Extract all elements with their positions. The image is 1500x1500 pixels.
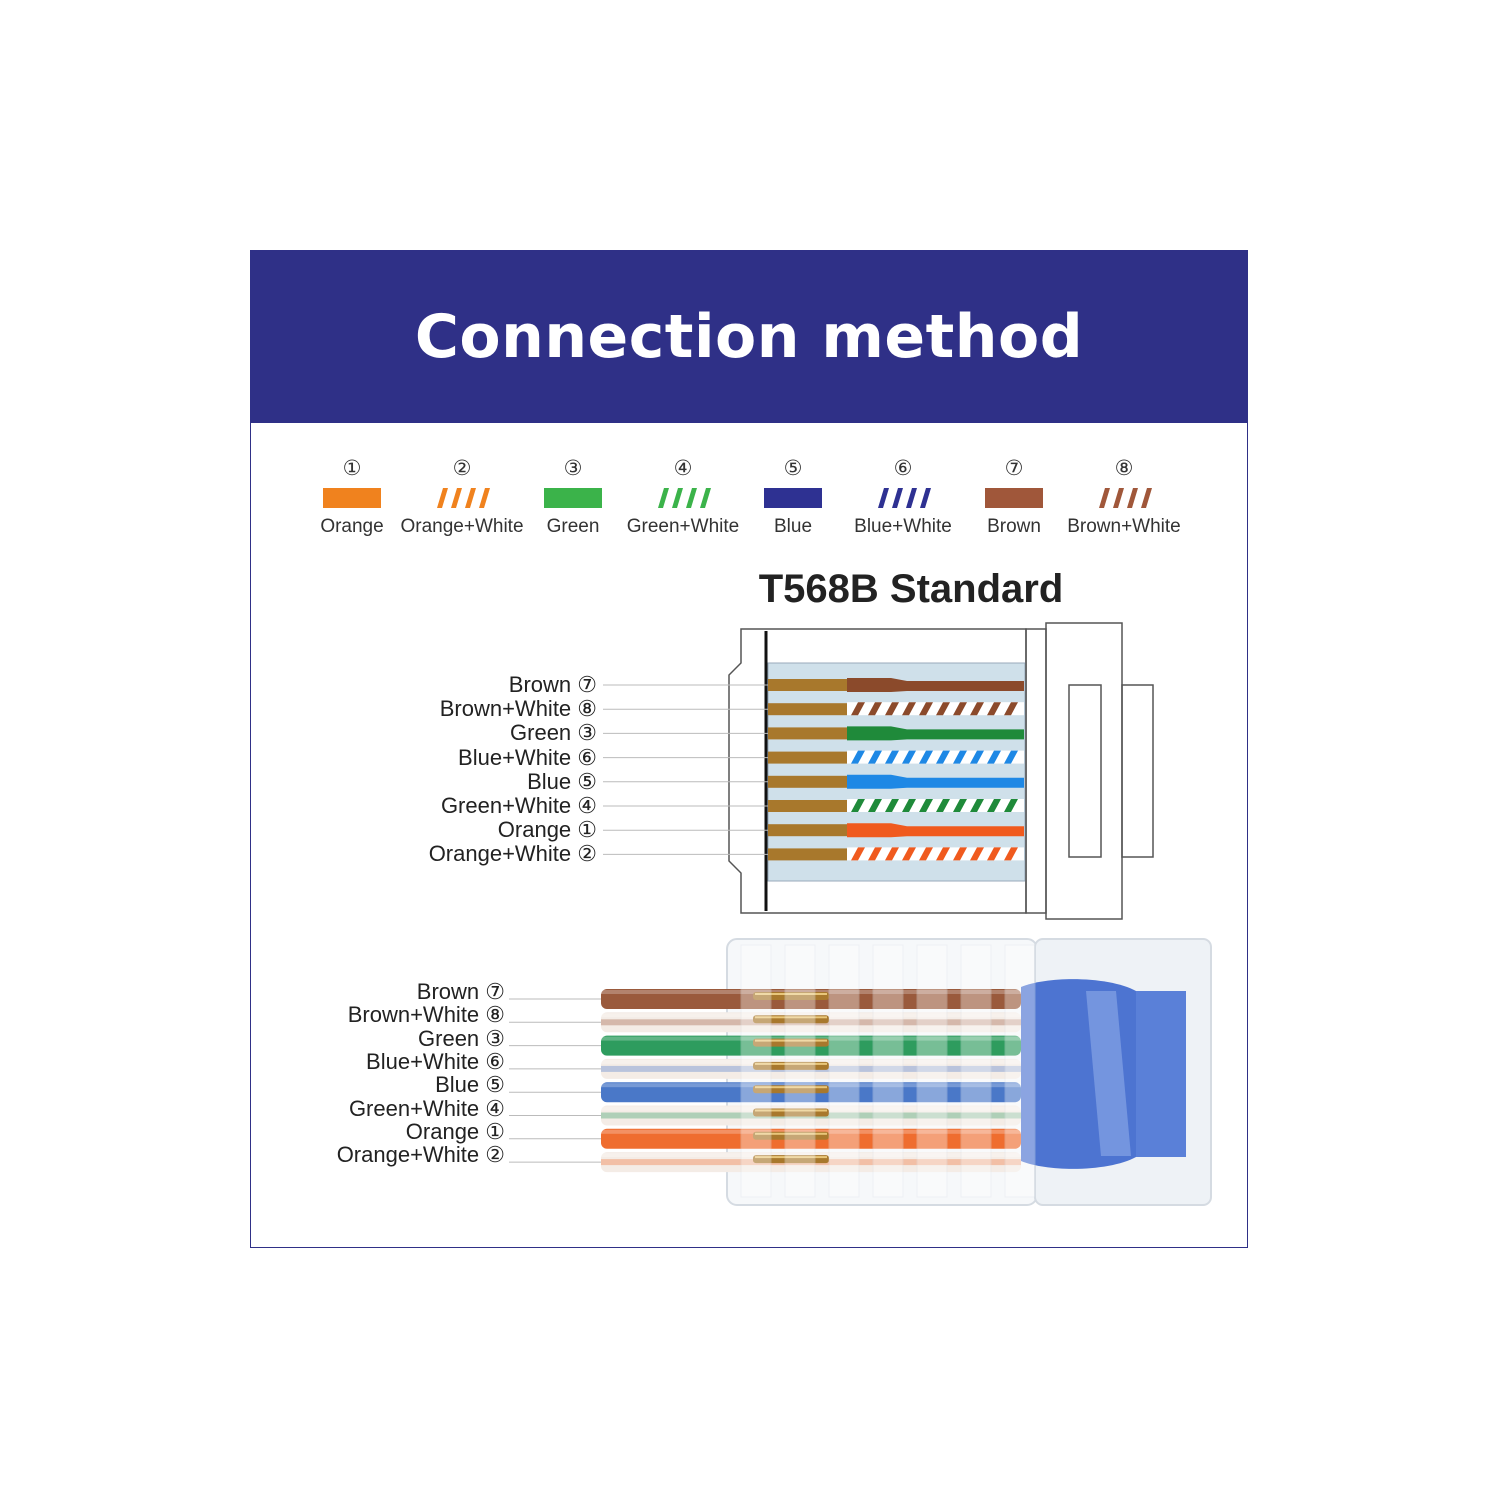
title-banner: Connection method (251, 251, 1247, 423)
connection-method-card: Connection method ① Orange ② Orange+White ③ G… (250, 250, 1248, 1248)
standard-title: T568B Standard (758, 567, 1064, 611)
schematic-wire (603, 847, 1024, 861)
legend-swatch (658, 488, 711, 508)
legend-item: ⑥ Blue+White (841, 456, 965, 538)
legend-number: ② (452, 457, 472, 480)
legend-swatch (764, 488, 822, 508)
legend-swatch (323, 488, 381, 508)
wire-label: Blue ⑤ (435, 1072, 505, 1098)
wire-label: Brown ⑦ (416, 979, 505, 1004)
legend-swatch (878, 488, 931, 508)
legend-item: ② Orange+White (400, 456, 524, 538)
legend-label: Orange+White (400, 516, 524, 537)
schematic-wire (603, 750, 1024, 764)
legend-item: ⑦ Brown (952, 456, 1076, 538)
legend-item: ⑤ Blue (731, 456, 855, 538)
wire-label: Brown+White ⑧ (439, 696, 597, 722)
schematic-wire (603, 726, 1024, 741)
legend-number: ⑥ (893, 457, 913, 480)
wire-label: Green ③ (510, 720, 597, 746)
legend-label: Green+White (626, 516, 740, 537)
wire-label: Blue+White ⑥ (458, 744, 597, 770)
legend-swatch (544, 488, 602, 508)
legend-label: Blue (773, 516, 813, 537)
wire-label: Green+White ④ (348, 1095, 505, 1121)
legend-label: Green (546, 516, 600, 537)
legend-item: ④ Green+White (621, 456, 745, 538)
schematic-wire (603, 678, 1024, 692)
wire-label: Blue+White ⑥ (366, 1048, 505, 1074)
legend-item: ⑧ Brown+White (1062, 456, 1186, 538)
schematic-wire (603, 799, 1024, 812)
schematic-wire (603, 702, 1024, 716)
wire-label: Orange+White ② (428, 841, 597, 867)
legend-swatch (985, 488, 1043, 508)
legend-number: ⑤ (783, 457, 803, 480)
blue-load-bar (1021, 979, 1186, 1169)
banner-title: Connection method (414, 302, 1084, 372)
schematic-wire (603, 823, 1024, 838)
legend-label: Blue+White (854, 516, 952, 537)
wire-label: Green ③ (418, 1025, 505, 1051)
wire-label: Brown ⑦ (508, 672, 597, 697)
rj45-schematic (603, 622, 1154, 920)
rj45-connector-photo (509, 938, 1212, 1206)
legend-number: ⑧ (1114, 457, 1134, 480)
legend-number: ⑦ (1004, 457, 1024, 480)
legend-number: ④ (673, 457, 693, 480)
legend-label: Orange (320, 516, 384, 537)
schematic-wire (603, 774, 1024, 789)
wire-label: Orange ① (497, 817, 597, 843)
legend-number: ③ (563, 457, 583, 480)
connector-illustrations (509, 622, 1212, 1206)
legend-swatch (1099, 488, 1152, 508)
legend-item: ③ Green (511, 456, 635, 538)
wire-label: Blue ⑤ (527, 768, 597, 794)
legend-swatch (437, 488, 490, 508)
wire-label: Green+White ④ (440, 793, 597, 818)
wire-label: Brown+White ⑧ (347, 1002, 505, 1028)
wire-label: Orange+White ② (336, 1142, 505, 1168)
legend-label: Brown+White (1067, 516, 1181, 537)
legend-number: ① (342, 457, 362, 480)
legend-label: Brown (987, 516, 1041, 537)
wire-label: Orange ① (405, 1118, 505, 1144)
legend-item: ① Orange (290, 456, 414, 538)
